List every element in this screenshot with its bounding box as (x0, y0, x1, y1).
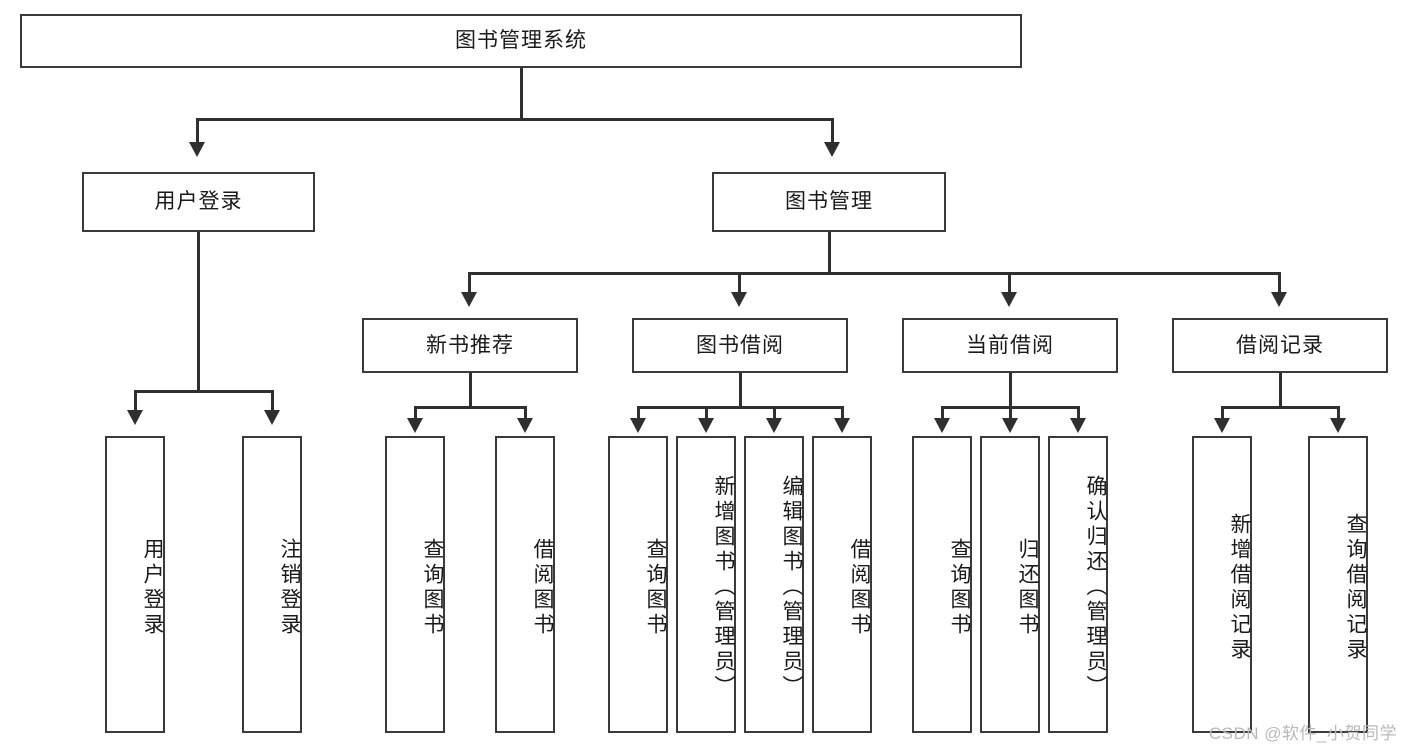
edge-nbr-leaf1 (414, 406, 417, 420)
edge-current-borrow-stem (1009, 373, 1012, 408)
edge-book-management-stem (828, 232, 831, 274)
leaf-return-book[interactable]: 归还图书 (980, 436, 1040, 733)
csdn-watermark: CSDN @软件_小贺同学 (1208, 724, 1397, 743)
leaf-user-login[interactable]: 用户登录 (105, 436, 165, 733)
leaf-logout[interactable]: 注销登录 (242, 436, 302, 733)
node-root-book-management-system[interactable]: 图书管理系统 (20, 14, 1022, 68)
edge-new-book-recommend-bus (414, 406, 526, 409)
edge-borrow-record-stem (1279, 373, 1282, 408)
node-label: 新书推荐 (426, 333, 514, 357)
arrow-cb-leaf2 (1002, 418, 1018, 433)
edge-to-borrow-record (1278, 272, 1281, 294)
edge-nbr-leaf2 (524, 406, 527, 420)
arrow-to-borrow-record (1271, 292, 1287, 307)
leaf-borrow-book-recommend[interactable]: 借阅图书 (495, 436, 555, 733)
arrow-to-current-borrow (1001, 292, 1017, 307)
edge-br-leaf2 (1337, 406, 1340, 420)
node-label: 图书管理 (785, 190, 873, 214)
edge-book-borrow-bus (637, 406, 844, 409)
edge-root-to-book-management (831, 118, 834, 146)
node-label: 用户登录 (154, 190, 243, 214)
edge-user-login-stem (197, 232, 200, 392)
arrow-cb-leaf3 (1070, 418, 1086, 433)
arrow-nbr-leaf1 (407, 418, 423, 433)
edge-cb-leaf1 (941, 406, 944, 420)
edge-to-leaf-user-login (134, 390, 137, 412)
edge-book-borrow-stem (739, 373, 742, 408)
node-label: 查询图书 (948, 537, 971, 638)
arrow-to-new-book-recommend (461, 292, 477, 307)
node-label: 新增图书（管理员） (712, 475, 735, 700)
node-label: 查询图书 (421, 537, 444, 638)
node-label: 新增借阅记录 (1228, 512, 1251, 663)
edge-root-to-user-login (196, 118, 199, 146)
edge-book-management-bus (468, 272, 1280, 275)
node-label: 归还图书 (1016, 537, 1039, 638)
node-label: 当前借阅 (966, 333, 1054, 357)
edge-cb-leaf2 (1009, 406, 1012, 420)
node-label: 查询借阅记录 (1344, 512, 1367, 663)
node-book-borrow[interactable]: 图书借阅 (632, 318, 848, 373)
node-user-login[interactable]: 用户登录 (82, 172, 315, 232)
edge-to-current-borrow (1008, 272, 1011, 294)
edge-root-bus (196, 118, 833, 121)
arrow-br-leaf1 (1214, 418, 1230, 433)
node-label: 用户登录 (141, 537, 164, 638)
node-borrow-record[interactable]: 借阅记录 (1172, 318, 1388, 373)
arrow-bb-leaf3 (766, 418, 782, 433)
node-current-borrow[interactable]: 当前借阅 (902, 318, 1118, 373)
node-label: 借阅记录 (1236, 333, 1324, 357)
arrow-bb-leaf2 (698, 418, 714, 433)
edge-bb-leaf3 (773, 406, 776, 420)
node-book-management[interactable]: 图书管理 (712, 172, 946, 232)
node-label: 注销登录 (278, 537, 301, 638)
node-new-book-recommend[interactable]: 新书推荐 (362, 318, 578, 373)
arrow-to-user-login (189, 142, 205, 157)
leaf-edit-book-admin[interactable]: 编辑图书（管理员） (744, 436, 804, 733)
arrow-cb-leaf1 (934, 418, 950, 433)
edge-to-new-book-recommend (468, 272, 471, 294)
edge-br-leaf1 (1221, 406, 1224, 420)
leaf-query-borrow-record[interactable]: 查询借阅记录 (1308, 436, 1368, 733)
arrow-br-leaf2 (1330, 418, 1346, 433)
node-label: 图书管理系统 (455, 29, 587, 53)
edge-to-leaf-logout (271, 390, 274, 412)
leaf-query-book-borrow[interactable]: 查询图书 (608, 436, 668, 733)
arrow-to-leaf-user-login (127, 410, 143, 425)
node-label: 确认归还（管理员） (1084, 475, 1107, 700)
edge-root-stem (520, 68, 523, 120)
leaf-add-book-admin[interactable]: 新增图书（管理员） (676, 436, 736, 733)
edge-borrow-record-bus (1221, 406, 1339, 409)
leaf-add-borrow-record[interactable]: 新增借阅记录 (1192, 436, 1252, 733)
edge-bb-leaf1 (637, 406, 640, 420)
node-label: 编辑图书（管理员） (780, 475, 803, 700)
edge-bb-leaf2 (705, 406, 708, 420)
arrow-to-leaf-logout (264, 410, 280, 425)
leaf-borrow-book[interactable]: 借阅图书 (812, 436, 872, 733)
node-label: 借阅图书 (531, 537, 554, 638)
arrow-bb-leaf1 (630, 418, 646, 433)
edge-user-login-bus (134, 390, 273, 393)
leaf-query-book-current[interactable]: 查询图书 (912, 436, 972, 733)
arrow-to-book-borrow (731, 292, 747, 307)
edge-cb-leaf3 (1077, 406, 1080, 420)
leaf-confirm-return-admin[interactable]: 确认归还（管理员） (1048, 436, 1108, 733)
arrow-nbr-leaf2 (517, 418, 533, 433)
edge-new-book-recommend-stem (469, 373, 472, 408)
node-label: 借阅图书 (848, 537, 871, 638)
node-label: 查询图书 (644, 537, 667, 638)
edge-bb-leaf4 (841, 406, 844, 420)
node-label: 图书借阅 (696, 333, 784, 357)
edge-to-book-borrow (738, 272, 741, 294)
arrow-to-book-management (824, 142, 840, 157)
arrow-bb-leaf4 (834, 418, 850, 433)
leaf-query-book-recommend[interactable]: 查询图书 (385, 436, 445, 733)
